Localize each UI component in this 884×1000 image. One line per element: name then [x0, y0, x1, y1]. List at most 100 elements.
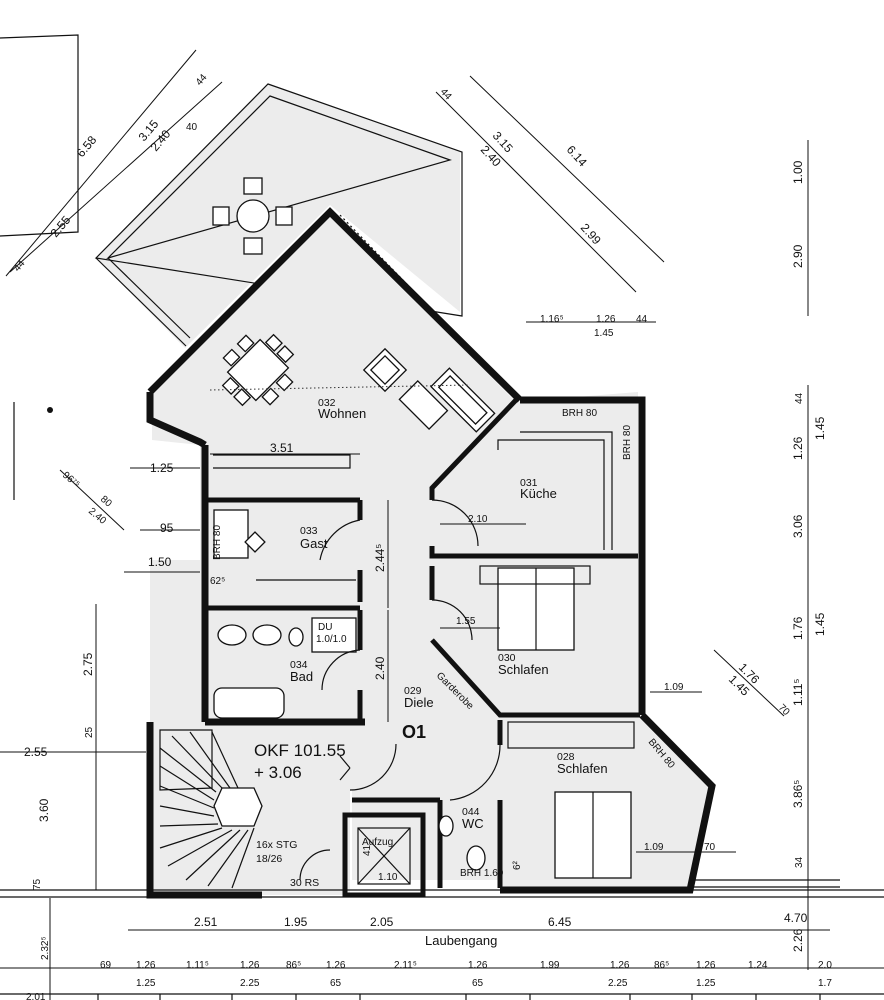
edge-marks [13, 402, 53, 500]
dim-2-445: 2.44⁵ [373, 544, 387, 572]
dim-1-26-top: 1.26 [596, 314, 616, 325]
stairs-count: 16x STG [256, 839, 297, 851]
room-name-bad: Bad [290, 669, 313, 684]
aufzug-label: Aufzug [362, 837, 393, 848]
dim-row2-86-5-a: 86⁵ [286, 960, 301, 971]
dim-row2-1-26-b: 1.26 [240, 960, 260, 971]
apartment-code: O1 [402, 722, 426, 742]
dim-row2-86-5-b: 86⁵ [654, 960, 669, 971]
room-name-gast: Gast [300, 536, 328, 551]
dim-70-b: 70 [704, 842, 716, 853]
dim-2-26: 2.26 [791, 928, 805, 952]
dim-1-45-top: 1.45 [594, 328, 614, 339]
dim-41: 41 [362, 844, 373, 856]
dim-34: 34 [794, 856, 805, 868]
dim-1-45-right-b: 1.45 [813, 612, 827, 636]
dim-2-40-diele: 2.40 [373, 656, 387, 680]
dim-1-76: 1.76 [791, 616, 805, 640]
dim-row3-1-25-a: 1.25 [136, 978, 156, 989]
okf-offset: + 3.06 [254, 763, 302, 782]
dim-row3-2-25-a: 2.25 [240, 978, 260, 989]
room-number-bad: 034 [290, 659, 308, 671]
dim-44-a: 44 [194, 72, 210, 88]
dim-row2-1-115: 1.11⁵ [186, 960, 209, 971]
dim-44-b: 44 [12, 258, 28, 274]
dim-3-60: 3.60 [37, 798, 51, 822]
dim-row2-1-26-e: 1.26 [610, 960, 630, 971]
room-number-diele: 029 [404, 685, 422, 697]
dim-44-c: 44 [438, 87, 454, 103]
room-name-schlafen-028: Schlafen [557, 761, 608, 776]
dim-2-90: 2.90 [791, 244, 805, 268]
dim-row3-2-25-b: 2.25 [608, 978, 628, 989]
room-number-schlafen-030: 030 [498, 652, 516, 664]
furniture [209, 333, 635, 879]
du-label: DU [318, 622, 332, 633]
dim-6-45: 6.45 [548, 915, 572, 929]
dim-62-5: 62⁵ [210, 576, 225, 587]
staircase [159, 729, 351, 889]
brh-wc-label: BRH 1.60 [460, 868, 504, 879]
dim-1-26-right: 1.26 [791, 436, 805, 460]
dim-75: 75 [32, 878, 43, 890]
dim-2-40-left-b: 2.40 [86, 506, 108, 527]
dim-1-09-b: 1.09 [644, 842, 664, 853]
brh-kueche-side-label: BRH 80 [622, 425, 633, 460]
dim-3-06: 3.06 [791, 514, 805, 538]
dim-row3-65-a: 65 [330, 978, 342, 989]
dimension-lines [0, 49, 830, 1000]
dim-40: 40 [186, 122, 198, 133]
dim-2-01: 2.01 [26, 992, 46, 1000]
room-name-kueche: Küche [520, 486, 557, 501]
dim-2-55-stair: 2.55 [24, 745, 48, 759]
dim-row2-1-26-d: 1.26 [468, 960, 488, 971]
stairs-ratio: 18/26 [256, 853, 282, 865]
laubengang [0, 879, 884, 1000]
dim-1-55: 1.55 [456, 616, 476, 627]
room-name-wc: WC [462, 816, 484, 831]
dim-row2-1-99: 1.99 [540, 960, 560, 971]
rs-label: 30 RS [290, 877, 319, 889]
dim-6-14: 6.14 [564, 143, 590, 170]
room-number-wohnen: 032 [318, 397, 336, 409]
dim-row2-1-26-f: 1.26 [696, 960, 716, 971]
dim-1-25-left: 1.25 [150, 461, 174, 475]
dim-2-99: 2.99 [578, 221, 604, 248]
room-number-wc: 044 [462, 806, 480, 818]
room-name-diele: Diele [404, 695, 434, 710]
room-name-schlafen-030: Schlafen [498, 662, 549, 677]
terrace [94, 83, 463, 348]
dim-1-50: 1.50 [148, 555, 172, 569]
room-number-kueche: 031 [520, 477, 538, 489]
laubengang-label: Laubengang [425, 933, 497, 948]
du-size: 1.0/1.0 [316, 634, 347, 645]
room-number-schlafen-028: 028 [557, 751, 575, 763]
dim-1-45-right-a: 1.45 [813, 416, 827, 440]
dim-1-95: 1.95 [284, 915, 308, 929]
dim-3-51: 3.51 [270, 441, 294, 455]
dim-row2-69: 69 [100, 960, 112, 971]
dim-row3-65-b: 65 [472, 978, 484, 989]
dim-2-55-left: 2.55 [48, 213, 74, 240]
dim-1-00: 1.00 [791, 160, 805, 184]
room-labels: 032 Wohnen 031 Küche 033 Gast 034 Bad 03… [290, 397, 608, 831]
dim-row2-1-26-a: 1.26 [136, 960, 156, 971]
dim-row2-1-24: 1.24 [748, 960, 768, 971]
dim-row3-1-7: 1.7 [818, 978, 832, 989]
okf-level: OKF 101.55 [254, 741, 346, 760]
dim-6-2: 6² [512, 860, 523, 870]
room-number-gast: 033 [300, 525, 318, 537]
dim-3-865: 3.86⁵ [791, 780, 805, 808]
dim-row2-2-115: 2.11⁵ [394, 960, 417, 971]
dim-44-e: 44 [794, 392, 805, 404]
dim-row3-1-25-b: 1.25 [696, 978, 716, 989]
room-name-wohnen: Wohnen [318, 406, 366, 421]
brh-kueche-label: BRH 80 [562, 408, 597, 419]
neighbour-outline [0, 34, 79, 237]
dim-1-09-a: 1.09 [664, 682, 684, 693]
brh-gast-label: BRH 80 [212, 525, 223, 560]
dim-70-diag: 70 [776, 702, 792, 718]
dim-95: 95 [160, 521, 174, 535]
dim-2-05: 2.05 [370, 915, 394, 929]
